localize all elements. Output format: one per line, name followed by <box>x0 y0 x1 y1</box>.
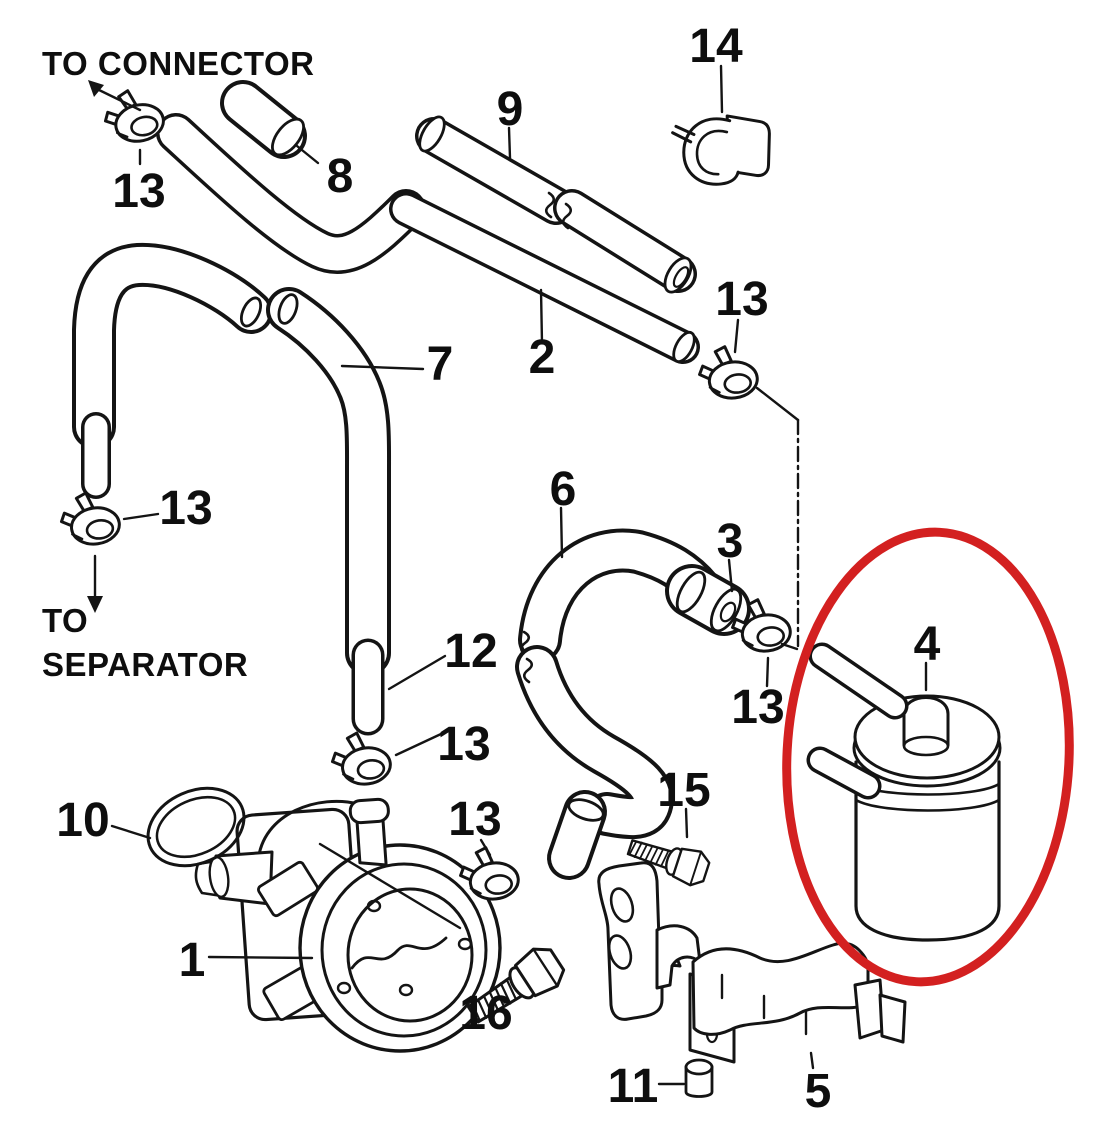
hose-clamp-icon <box>56 487 124 550</box>
part-label-16: 16 <box>459 987 512 1040</box>
part-label-13: 13 <box>715 273 768 326</box>
pipe-9 <box>415 115 697 294</box>
part-label-10: 10 <box>56 794 109 847</box>
part-label-6: 6 <box>550 463 577 516</box>
note-to-separator-line1: TO <box>42 602 88 639</box>
to-connector-arrow <box>88 80 104 97</box>
labels: TO CONNECTOR TO SEPARATOR 13 8 9 14 13 7… <box>42 20 941 1118</box>
part-label-13: 13 <box>731 681 784 734</box>
part-label-2: 2 <box>529 331 556 384</box>
part-label-12: 12 <box>444 625 497 678</box>
part-label-4: 4 <box>914 618 941 671</box>
connector-sleeve-3 <box>665 564 751 636</box>
note-to-connector: TO CONNECTOR <box>42 45 314 82</box>
part-label-13: 13 <box>437 718 490 771</box>
fuel-filter <box>806 642 1002 942</box>
fuel-pump <box>194 797 502 1053</box>
part-label-5: 5 <box>805 1065 832 1118</box>
part-label-8: 8 <box>327 150 354 203</box>
part-label-7: 7 <box>427 338 454 391</box>
part-label-9: 9 <box>497 83 524 136</box>
arrowheads <box>87 80 104 613</box>
part-label-3: 3 <box>717 515 744 568</box>
o-ring <box>146 786 246 868</box>
spacer-11 <box>684 1058 714 1098</box>
hose-holder-14 <box>671 114 771 186</box>
hose-8 <box>220 80 307 159</box>
highlight-ellipse <box>782 527 1074 987</box>
hose-clamp-icon <box>327 727 395 790</box>
part-label-11: 11 <box>608 1060 659 1113</box>
part-label-13: 13 <box>112 165 165 218</box>
to-separator-arrow <box>87 596 103 613</box>
part-label-14: 14 <box>689 20 743 73</box>
leader-lines <box>93 64 928 1086</box>
hose-7 <box>72 113 426 676</box>
part-label-1: 1 <box>179 934 206 987</box>
note-to-separator-line2: SEPARATOR <box>42 646 248 683</box>
part-label-15: 15 <box>657 764 710 817</box>
part-label-13: 13 <box>448 793 501 846</box>
hose-clamp-icon <box>695 342 761 403</box>
clamp-band-5 <box>691 941 907 1044</box>
part-label-13: 13 <box>159 482 212 535</box>
hose-2 <box>389 192 700 364</box>
